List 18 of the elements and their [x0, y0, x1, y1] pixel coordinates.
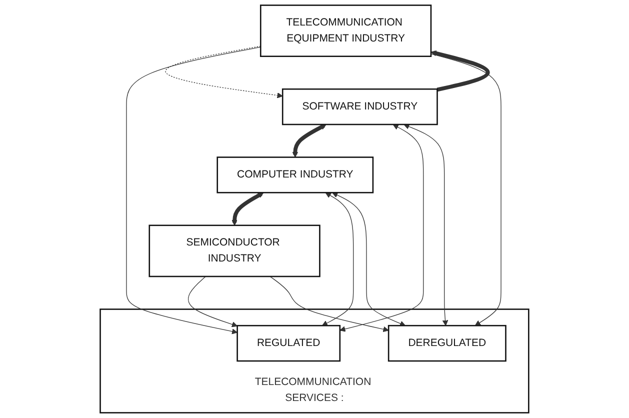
node-box: DEREGULATED: [388, 324, 506, 362]
arrow: [430, 53, 502, 326]
arrow: [322, 192, 354, 326]
arrow: [430, 50, 490, 92]
arrow: [126, 46, 261, 334]
node-box: SEMICONDUCTOR INDUSTRY: [148, 224, 320, 278]
node-box: TELECOMMUNICATION EQUIPMENT INDUSTRY: [260, 4, 432, 57]
node-box: REGULATED: [236, 324, 341, 362]
arrow: [188, 276, 238, 328]
node-box: SOFTWARE INDUSTRY: [282, 88, 438, 126]
arrow: [165, 46, 283, 98]
arrow: [332, 192, 406, 326]
node-box: COMPUTER INDUSTRY: [216, 156, 374, 194]
arrow: [292, 124, 326, 158]
arrow: [340, 124, 424, 332]
arrow: [404, 124, 448, 326]
arrow: [232, 192, 264, 226]
arrow: [270, 276, 389, 332]
